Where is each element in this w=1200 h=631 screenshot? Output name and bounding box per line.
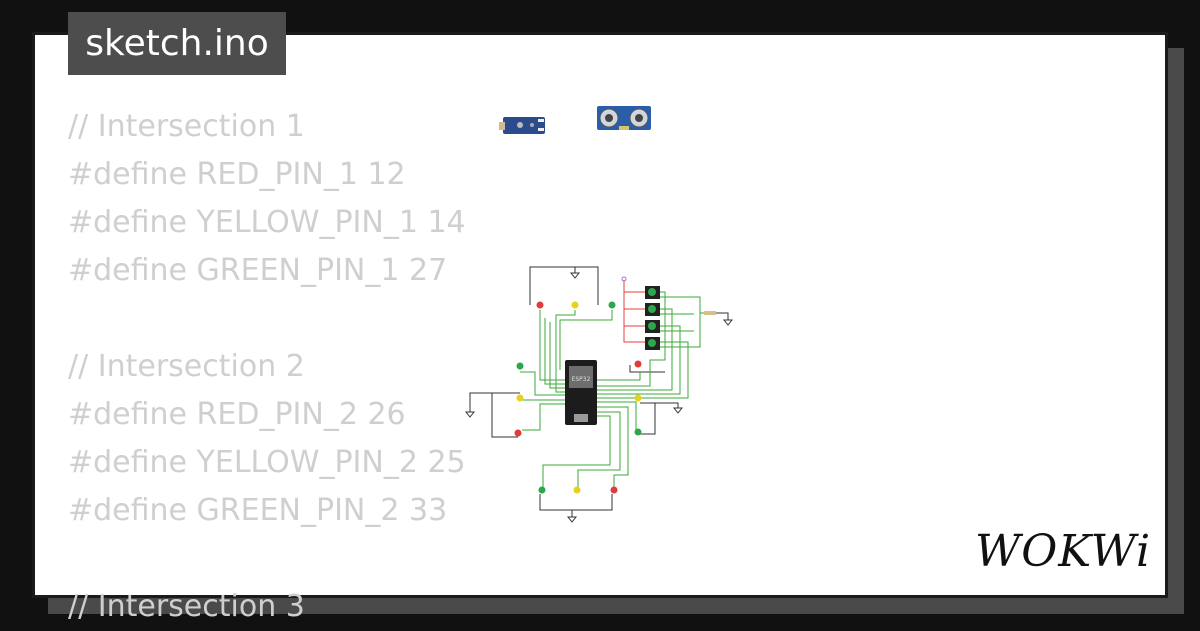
code-line: #define YELLOW_PIN_1 14 xyxy=(68,205,466,240)
code-line: // Intersection 2 xyxy=(68,349,305,384)
led-red xyxy=(536,301,544,309)
power-wires xyxy=(623,280,645,343)
led-green xyxy=(634,428,642,436)
code-line: #define GREEN_PIN_1 27 xyxy=(68,253,448,288)
led-green xyxy=(516,362,524,370)
esp32-board: ESP32 xyxy=(565,360,597,425)
wokwi-logo: WOKWi xyxy=(975,526,1152,577)
led-red xyxy=(634,360,642,368)
led-red xyxy=(514,429,522,437)
vcc-terminal xyxy=(621,276,627,282)
code-preview: // Intersection 1 #define RED_PIN_1 12 #de… xyxy=(68,103,466,631)
led-green xyxy=(538,486,546,494)
signal-wires xyxy=(520,291,706,488)
ground-symbols xyxy=(464,272,734,523)
push-buttons xyxy=(645,286,660,350)
ultrasonic-sensor xyxy=(597,106,651,130)
resistor xyxy=(704,311,716,315)
code-line: #define RED_PIN_2 26 xyxy=(68,397,406,432)
code-line: #define GREEN_PIN_2 33 xyxy=(68,493,448,528)
code-line: // Intersection 1 xyxy=(68,109,305,144)
led-green xyxy=(608,301,616,309)
led-red xyxy=(610,486,618,494)
led-yellow xyxy=(634,394,642,402)
filename-tab[interactable]: sketch.ino xyxy=(68,12,286,75)
leds xyxy=(514,301,642,494)
led-yellow xyxy=(571,301,579,309)
chip-label: ESP32 xyxy=(572,376,591,383)
ground-wires xyxy=(469,266,729,517)
code-line: // Intersection 3 xyxy=(68,589,305,624)
code-line: #define YELLOW_PIN_2 25 xyxy=(68,445,466,480)
ldr-sensor-module xyxy=(499,117,545,134)
code-line: #define RED_PIN_1 12 xyxy=(68,157,406,192)
led-yellow xyxy=(516,394,524,402)
led-yellow xyxy=(573,486,581,494)
